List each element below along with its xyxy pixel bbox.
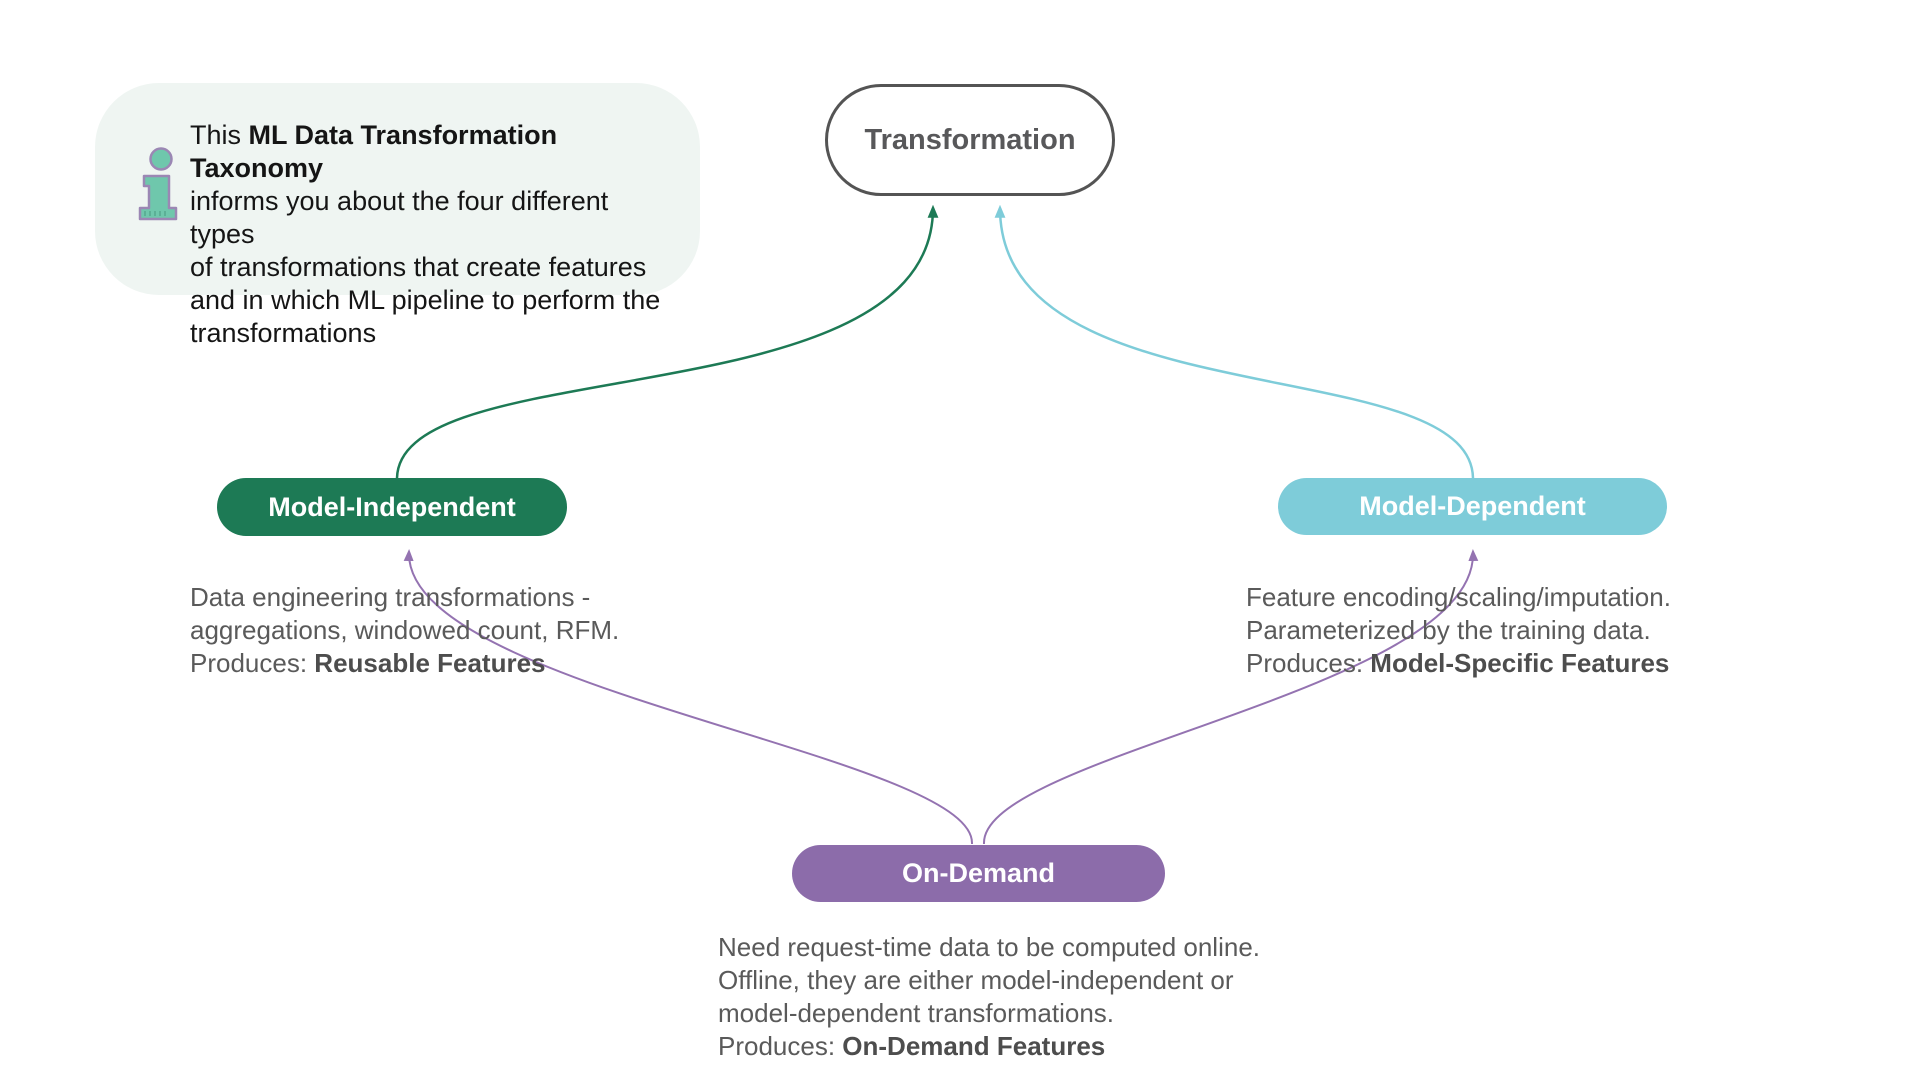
info-text-rest: informs you about the four different typ… — [190, 186, 661, 348]
model-independent-description-body: Data engineering transformations - aggre… — [190, 582, 620, 645]
produces-value: On-Demand Features — [842, 1031, 1106, 1061]
info-callout: This ML Data Transformation Taxonomy inf… — [95, 83, 700, 347]
edge-model-dependent-to-transformation — [994, 204, 1475, 479]
produces-label: Produces: — [1246, 648, 1371, 678]
node-on-demand-label: On-Demand — [901, 858, 1055, 888]
node-on-demand: On-Demand — [792, 845, 1165, 902]
on-demand-description: Need request-time data to be computed on… — [718, 931, 1278, 1063]
node-transformation-label: Transformation — [864, 123, 1076, 156]
node-model-dependent-label: Model-Dependent — [1359, 491, 1586, 521]
produces-label: Produces: — [190, 648, 315, 678]
model-dependent-description: Feature encoding/scaling/imputation. Par… — [1246, 581, 1766, 680]
model-independent-description: Data engineering transformations - aggre… — [190, 581, 710, 680]
node-transformation: Transformation — [825, 84, 1115, 196]
node-model-dependent: Model-Dependent — [1278, 478, 1667, 535]
produces-label: Produces: — [718, 1031, 843, 1061]
edge-on-demand-to-model-independent — [403, 549, 974, 845]
edge-model-independent-to-transformation — [395, 204, 939, 479]
edge-on-demand-to-model-dependent — [982, 549, 1479, 845]
info-icon — [138, 147, 178, 221]
on-demand-description-body: Need request-time data to be computed on… — [718, 932, 1261, 1028]
model-dependent-description-body: Feature encoding/scaling/imputation. Par… — [1246, 582, 1671, 645]
info-text: This ML Data Transformation Taxonomy inf… — [190, 119, 670, 350]
node-model-independent: Model-Independent — [217, 478, 567, 536]
produces-value: Reusable Features — [314, 648, 546, 678]
node-model-independent-label: Model-Independent — [268, 491, 516, 522]
produces-value: Model-Specific Features — [1370, 648, 1670, 678]
info-text-prefix: This — [190, 120, 249, 150]
info-text-bold: ML Data Transformation Taxonomy — [190, 120, 558, 183]
